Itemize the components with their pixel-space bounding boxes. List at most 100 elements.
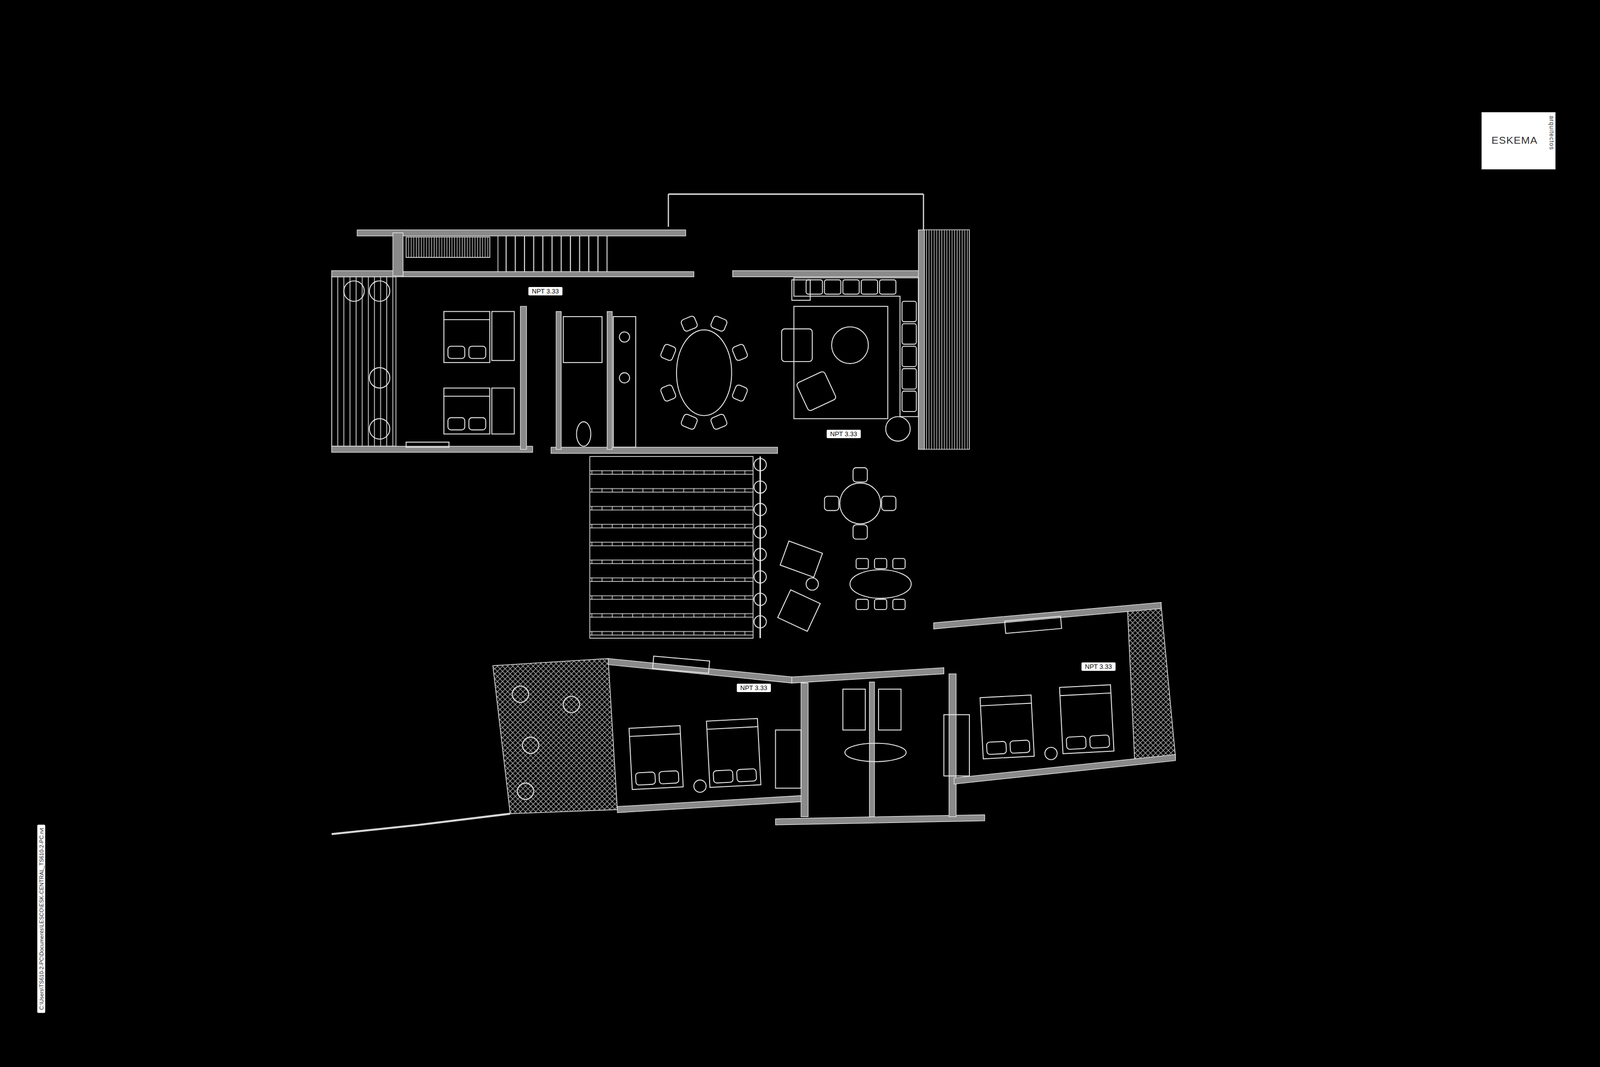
pillow xyxy=(713,769,734,784)
wall xyxy=(551,446,778,453)
deck-area xyxy=(331,276,397,446)
bench xyxy=(405,441,449,447)
plant-symbol xyxy=(369,418,390,440)
wall xyxy=(949,673,957,817)
outline-line xyxy=(922,194,924,230)
sofa-cushion xyxy=(861,280,878,295)
garden-area xyxy=(492,658,618,814)
side-table xyxy=(805,577,819,591)
outline-line xyxy=(668,193,924,195)
level-label: NPT 3.33 xyxy=(830,430,858,438)
wall xyxy=(800,682,808,817)
wall xyxy=(556,311,561,450)
pillow xyxy=(1009,739,1031,754)
outline-line xyxy=(331,824,419,835)
deck-area xyxy=(923,229,970,449)
wall xyxy=(918,229,925,449)
plant-symbol xyxy=(369,280,390,302)
sofa-cushion xyxy=(805,280,823,295)
bed-fold xyxy=(980,702,1032,706)
bed-frame xyxy=(629,725,684,790)
plant-symbol xyxy=(754,458,767,471)
stair-area xyxy=(497,232,607,274)
bed-frame xyxy=(443,311,490,363)
chair-symbol xyxy=(824,496,840,511)
plant-symbol xyxy=(517,782,534,800)
side-table xyxy=(1044,747,1058,760)
chair-symbol xyxy=(856,558,869,569)
bed-fold xyxy=(443,319,490,320)
plant-symbol xyxy=(343,280,364,302)
wall xyxy=(520,306,527,449)
level-label: NPT 3.33 xyxy=(531,287,560,295)
bed-frame xyxy=(980,694,1035,759)
plant-symbol xyxy=(754,615,767,628)
pillow xyxy=(986,741,1007,755)
chair-symbol xyxy=(852,524,868,539)
pillow xyxy=(635,771,656,786)
bed-fold xyxy=(629,733,681,736)
plant-symbol xyxy=(754,525,767,539)
chair-symbol xyxy=(659,384,677,402)
vanity xyxy=(652,655,710,674)
rug xyxy=(794,306,888,419)
sofa-cushion xyxy=(842,280,860,295)
stove-symbol xyxy=(619,372,630,384)
outdoor-table xyxy=(849,569,912,599)
bed-symbol xyxy=(706,718,761,788)
pillow xyxy=(736,768,758,782)
chair-symbol xyxy=(874,599,887,610)
wall xyxy=(402,271,694,277)
chair-symbol xyxy=(856,599,869,610)
bed-symbol xyxy=(629,725,684,790)
toilet-symbol xyxy=(576,421,591,447)
chair-symbol xyxy=(731,384,749,402)
bed-fold xyxy=(443,395,490,397)
pergola xyxy=(589,456,754,639)
level-label: NPT 3.33 xyxy=(1084,662,1113,671)
chair-symbol xyxy=(881,496,896,511)
pillow xyxy=(1066,735,1087,750)
bed-fold xyxy=(1059,692,1111,696)
sofa-cushion xyxy=(879,280,896,295)
wardrobe xyxy=(775,729,801,789)
side-table xyxy=(693,779,707,793)
bed-symbol xyxy=(980,694,1035,759)
nightstand xyxy=(491,311,515,361)
chair-symbol xyxy=(892,599,906,610)
bed-symbol xyxy=(443,311,490,363)
wall xyxy=(606,311,612,450)
wall xyxy=(869,681,875,817)
dining-table xyxy=(676,329,732,416)
sink-symbol xyxy=(619,331,630,343)
wall xyxy=(608,658,793,683)
logo-subtitle: arquitectos xyxy=(1548,115,1556,151)
sofa-cushion xyxy=(902,346,917,367)
armchair xyxy=(796,370,837,412)
pillow xyxy=(447,346,465,359)
logo-box: ESKEMAarquitectos xyxy=(1481,112,1556,170)
pillow xyxy=(447,417,465,430)
sofa-cushion xyxy=(902,301,917,322)
bed-frame xyxy=(443,388,490,435)
side-table xyxy=(885,416,911,441)
wall xyxy=(357,229,686,236)
plant-symbol xyxy=(754,570,767,583)
basin xyxy=(844,743,907,762)
lounger xyxy=(780,540,823,577)
file-path-bar: C:\Users\TS610-2-PC\Documents\LESCO\ESK-… xyxy=(37,824,45,1013)
plant-symbol xyxy=(522,736,539,754)
level-tag: NPT 3.33 xyxy=(736,683,771,692)
shower xyxy=(842,688,866,730)
chair-symbol xyxy=(874,558,887,569)
bed-frame xyxy=(1059,684,1115,754)
side-table xyxy=(791,280,810,301)
nightstand xyxy=(491,388,515,435)
plant-symbol xyxy=(512,685,529,703)
counter xyxy=(563,316,603,363)
chair-symbol xyxy=(680,413,699,431)
wall xyxy=(331,270,404,277)
plant-symbol xyxy=(369,367,390,388)
